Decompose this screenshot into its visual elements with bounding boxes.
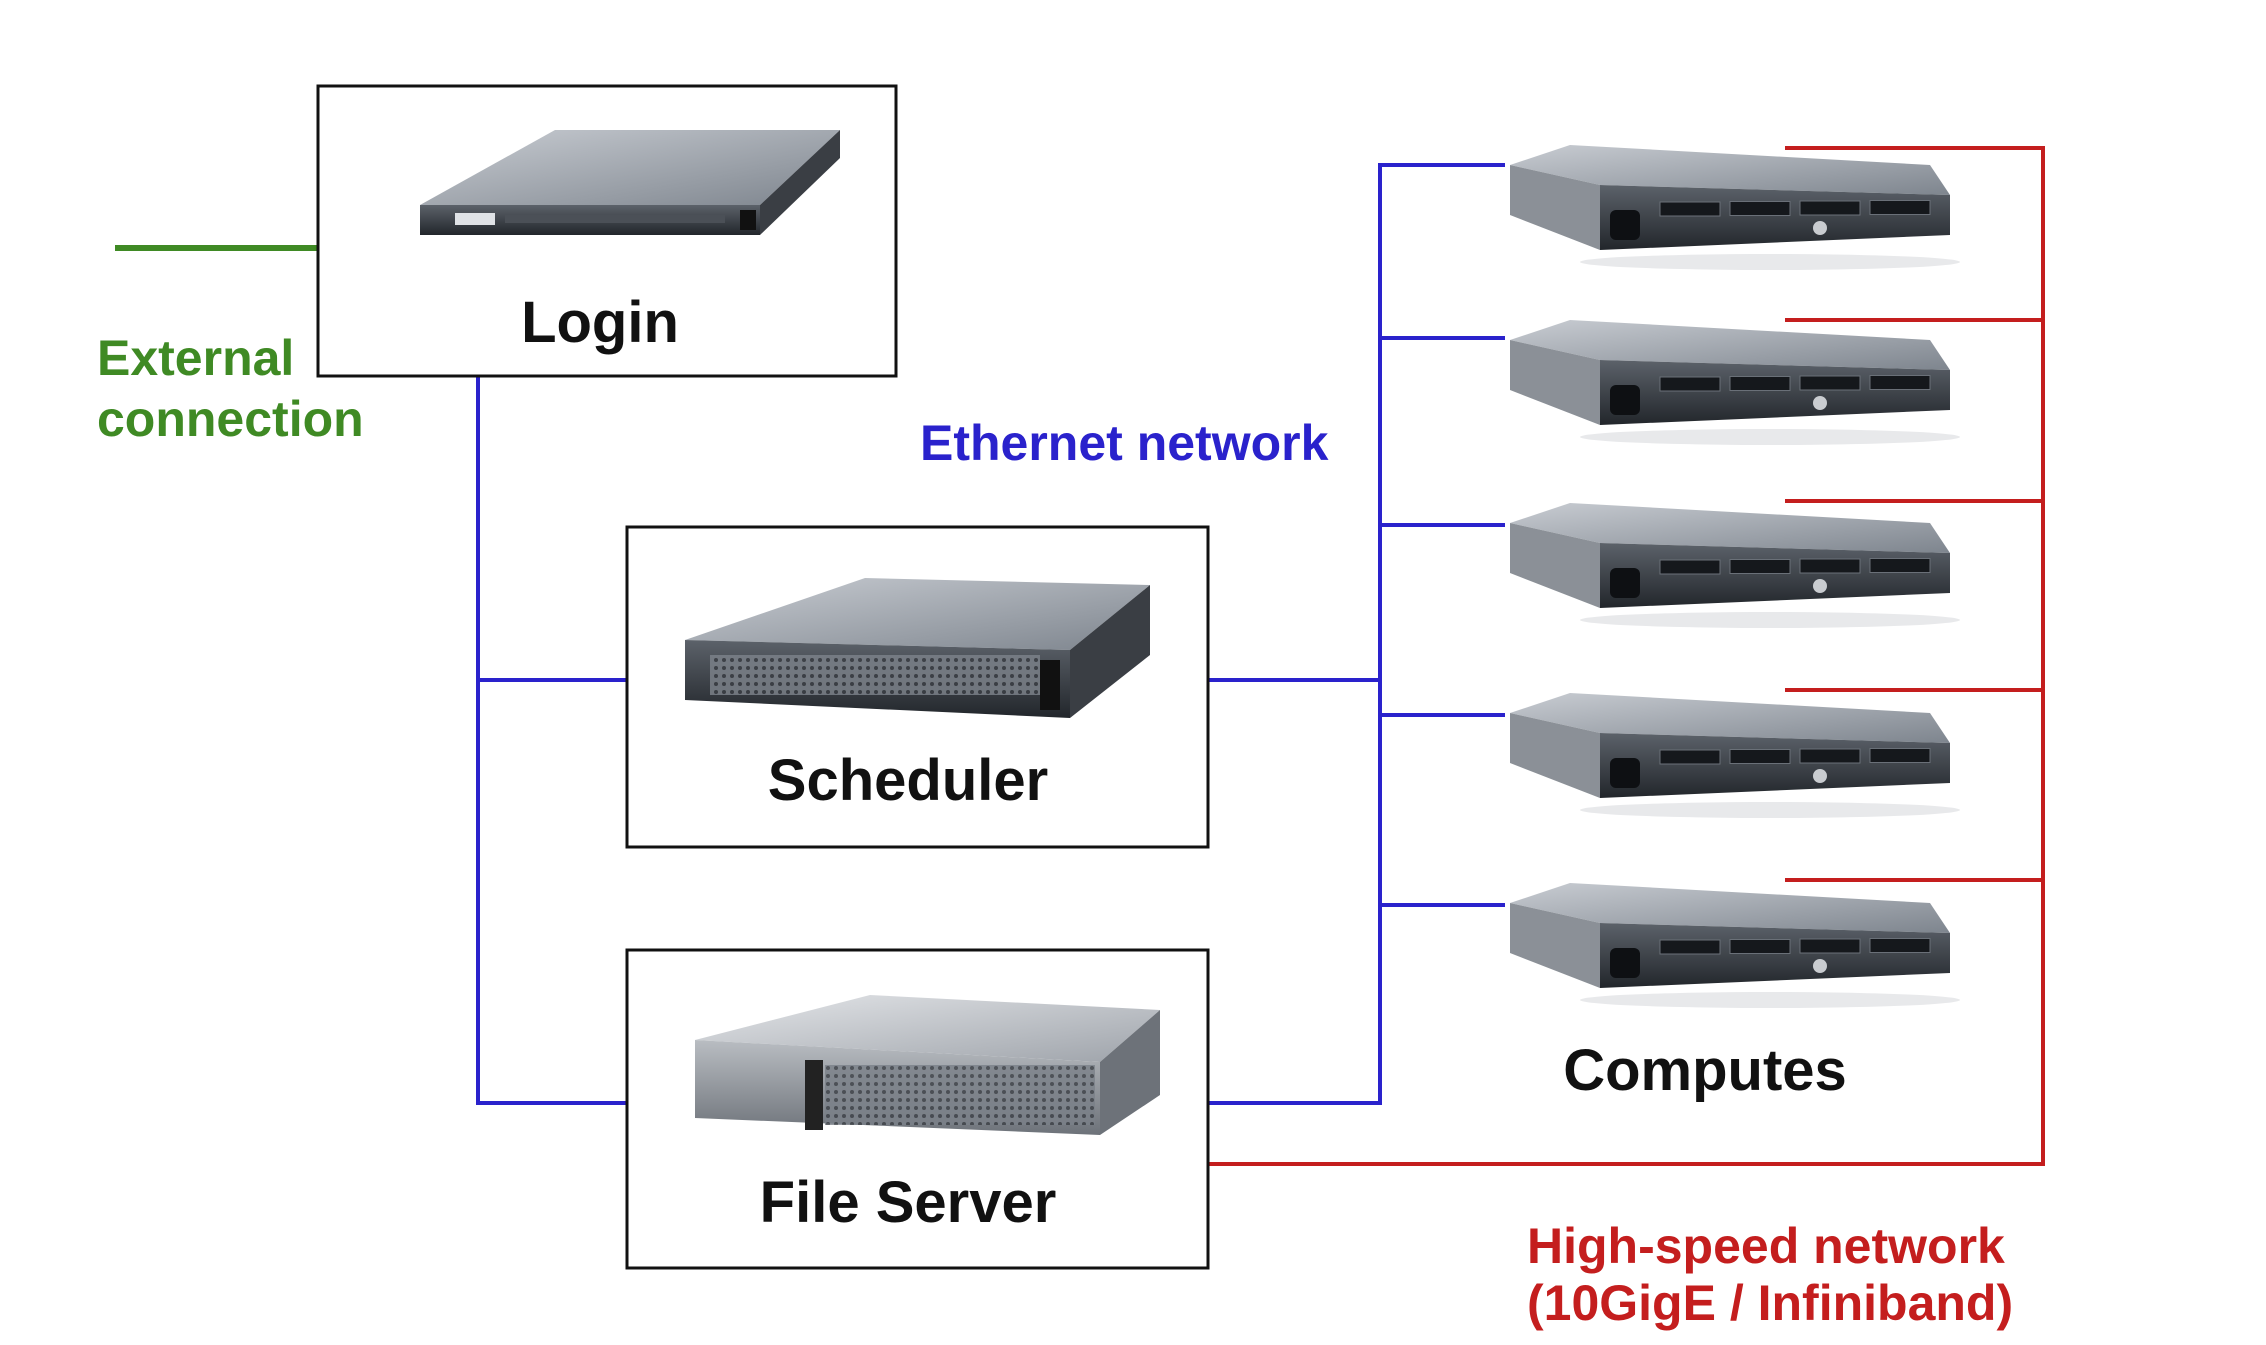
- compute-server-icon-2: [1510, 320, 1960, 445]
- external-connection-label-line1: External: [97, 330, 294, 386]
- ethernet-network-label: Ethernet network: [920, 415, 1329, 471]
- compute-server-icon-4: [1510, 693, 1960, 818]
- external-connection-label-line2: connection: [97, 391, 364, 447]
- ethernet-network-lines: [476, 163, 1505, 1105]
- compute-servers: [1510, 145, 1960, 1008]
- high-speed-network-lines: [1208, 146, 2045, 1166]
- compute-server-icon-1: [1510, 145, 1960, 270]
- scheduler-node: Scheduler: [625, 525, 1210, 849]
- scheduler-server-icon: [685, 578, 1150, 718]
- scheduler-label: Scheduler: [768, 748, 1048, 813]
- high-speed-network-label-line1: High-speed network: [1527, 1218, 2005, 1274]
- login-server-icon: [420, 130, 840, 235]
- login-label: Login: [521, 290, 679, 355]
- file-server-server-icon: [695, 995, 1160, 1135]
- compute-server-icon-3: [1510, 503, 1960, 628]
- computes-label: Computes: [1563, 1038, 1847, 1103]
- file-server-node: File Server: [625, 948, 1210, 1270]
- compute-server-icon-5: [1510, 883, 1960, 1008]
- login-node: Login: [316, 84, 898, 378]
- high-speed-network-label-line2: (10GigE / Infiniband): [1527, 1275, 2013, 1331]
- file-server-label: File Server: [760, 1170, 1057, 1235]
